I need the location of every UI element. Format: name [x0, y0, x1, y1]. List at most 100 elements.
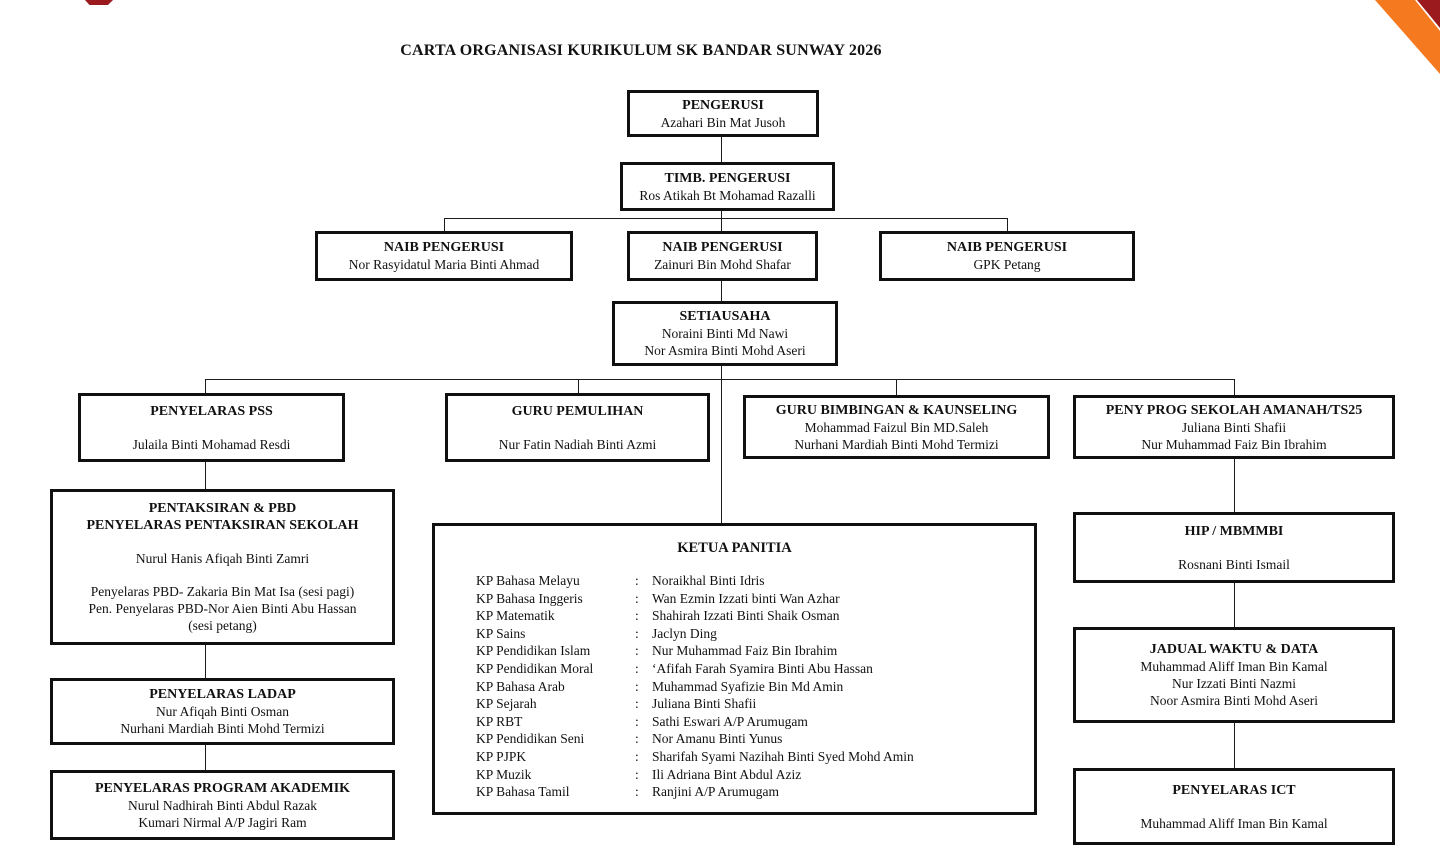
connector [1234, 459, 1235, 512]
box-title: NAIB PENGERUSI [383, 240, 505, 255]
connector [1234, 583, 1235, 627]
panitia-role: KP Pendidikan Moral [476, 660, 594, 676]
panitia-role: KP Bahasa Melayu [476, 573, 580, 588]
page-title: CARTA ORGANISASI KURIKULUM SK BANDAR SUN… [400, 42, 882, 59]
panitia-colon: : [635, 678, 639, 694]
box-title: GURU BIMBINGAN & KAUNSELING [775, 402, 1018, 418]
person-name: Pen. Penyelaras PBD-Nor Aien Binti Abu H… [88, 601, 357, 616]
connector [721, 281, 722, 301]
person-name: Nur Izzati Binti Nazmi [1171, 676, 1297, 691]
box-timb-pengerusi: TIMB. PENGERUSI Ros Atikah Bt Mohamad Ra… [620, 162, 835, 211]
box-naib-pengerusi-3: NAIB PENGERUSI GPK Petang [879, 231, 1135, 281]
box-setiausaha: SETIAUSAHA Noraini Binti Md Nawi Nor Asm… [612, 301, 838, 366]
person-name: Ros Atikah Bt Mohamad Razalli [639, 187, 816, 203]
panitia-name: Sharifah Syami Nazihah Binti Syed Mohd A… [652, 748, 914, 764]
connector [205, 745, 206, 770]
panitia-name: Wan Ezmin Izzati binti Wan Azhar [652, 590, 840, 606]
box-pentaksiran-pbd: PENTAKSIRAN & PBD PENYELARAS PENTAKSIRAN… [50, 489, 395, 645]
panitia-name: Ranjini A/P Arumugam [652, 784, 780, 800]
panitia-name: Nur Muhammad Faiz Bin Ibrahim [652, 643, 838, 659]
panitia-colon: : [635, 625, 639, 641]
box-title: GURU PEMULIHAN [511, 403, 644, 419]
panitia-role: KP RBT [476, 713, 523, 729]
box-naib-pengerusi-1: NAIB PENGERUSI Nor Rasyidatul Maria Bint… [315, 231, 573, 281]
person-name: (sesi petang) [188, 618, 257, 633]
panitia-row: KP Sains:Jaclyn Ding [476, 625, 1034, 643]
person-name: Julaila Binti Mohamad Resdi [132, 436, 291, 452]
box-guru-pemulihan: GURU PEMULIHAN Nur Fatin Nadiah Binti Az… [445, 393, 710, 462]
box-title: PENTAKSIRAN & PBD [148, 501, 297, 516]
person-name: Rosnani Binti Ismail [1178, 556, 1290, 572]
connector [205, 380, 206, 393]
panitia-row: KP Bahasa Inggeris:Wan Ezmin Izzati bint… [476, 590, 1034, 608]
panitia-colon: : [635, 643, 639, 659]
box-title: NAIB PENGERUSI [946, 240, 1068, 255]
panitia-row: KP Sejarah: Juliana Binti Shafii [476, 695, 1034, 713]
panitia-colon: : [635, 696, 639, 712]
box-peny-prog-sekolah-amanah: PENY PROG SEKOLAH AMANAH/TS25 Juliana Bi… [1073, 395, 1395, 459]
panitia-colon: : [635, 766, 639, 782]
panitia-role: KP Bahasa Tamil [476, 784, 570, 800]
panitia-role: KP Muzik [476, 766, 532, 782]
panitia-role: KP PJPK [476, 748, 527, 764]
box-title: PENYELARAS PENTAKSIRAN SEKOLAH [86, 518, 359, 533]
panitia-colon: : [635, 748, 639, 764]
panitia-name: Juliana Binti Shafii [652, 696, 757, 712]
person-name: Azahari Bin Mat Jusoh [660, 114, 786, 130]
person-name: Nurul Nadhirah Binti Abdul Razak [128, 797, 317, 813]
panitia-row: KP Bahasa Arab:Muhammad Syafizie Bin Md … [476, 678, 1034, 696]
panitia-name: Noraikhal Binti Idris [652, 573, 765, 588]
panitia-role: KP Sejarah [476, 696, 537, 712]
box-guru-bimbingan-kaunseling: GURU BIMBINGAN & KAUNSELING Mohammad Fai… [743, 395, 1050, 459]
panitia-row: KP Pendidikan Moral:‘Afifah Farah Syamir… [476, 660, 1034, 678]
person-name: Nur Afiqah Binti Osman [155, 704, 290, 719]
panitia-colon: : [635, 660, 639, 676]
box-penyelaras-pss: PENYELARAS PSS Julaila Binti Mohamad Res… [78, 393, 345, 462]
connector [721, 219, 722, 231]
person-name: Muhammad Aliff Iman Bin Kamal [1140, 815, 1328, 831]
panitia-name: Sathi Eswari A/P Arumugam [652, 713, 808, 729]
connector [721, 211, 722, 219]
panitia-colon: : [635, 608, 639, 624]
connector [721, 137, 722, 163]
box-penyelaras-ladap: PENYELARAS LADAP Nur Afiqah Binti Osman … [50, 678, 395, 745]
panitia-row: KP Pendidikan Seni:Nor Amanu Binti Yunus [476, 730, 1034, 748]
panitia-role: KP Pendidikan Islam [476, 643, 591, 659]
connector [896, 380, 897, 395]
connector [205, 645, 206, 678]
panitia-role: KP Pendidikan Seni [476, 731, 585, 747]
box-ketua-panitia: KETUA PANITIA KP Bahasa Melayu:Noraikhal… [432, 523, 1037, 815]
person-name: Nurul Hanis Afiqah Binti Zamri [135, 551, 310, 566]
person-name: Nur Muhammad Faiz Bin Ibrahim [1141, 436, 1327, 452]
box-title: PENYELARAS ICT [1172, 782, 1296, 798]
person-name: GPK Petang [973, 257, 1041, 272]
person-name: Juliana Binti Shafii [1181, 419, 1287, 435]
box-title: PENYELARAS PROGRAM AKADEMIK [94, 780, 351, 796]
person-name: Nurhani Mardiah Binti Mohd Termizi [794, 436, 999, 452]
connector [205, 379, 1235, 380]
person-name: Zainuri Bin Mohd Shafar [654, 257, 791, 272]
panitia-row: KP Pendidikan Islam: Nur Muhammad Faiz Bi… [476, 642, 1034, 660]
person-name: Penyelaras PBD- Zakaria Bin Mat Isa (ses… [90, 584, 355, 599]
box-pengerusi: PENGERUSI Azahari Bin Mat Jusoh [627, 90, 819, 137]
person-name: Nor Asmira Binti Mohd Aseri [644, 343, 806, 358]
connector [721, 366, 722, 379]
box-title: PENYELARAS PSS [150, 403, 273, 419]
panitia-name: Muhammad Syafizie Bin Md Amin [652, 678, 844, 694]
box-title: PENY PROG SEKOLAH AMANAH/TS25 [1105, 402, 1363, 418]
box-title: TIMB. PENGERUSI [664, 170, 791, 186]
panitia-name: Nor Amanu Binti Yunus [652, 731, 783, 747]
panitia-row: KP Matematik:Shahirah Izzati Binti Shaik… [476, 607, 1034, 625]
box-jadual-waktu-data: JADUAL WAKTU & DATA Muhammad Aliff Iman … [1073, 627, 1395, 723]
person-name: Noraini Binti Md Nawi [661, 326, 789, 341]
person-name: Mohammad Faizul Bin MD.Saleh [804, 419, 989, 435]
panitia-role: KP Matematik [476, 608, 555, 624]
panitia-row: KP Bahasa Melayu:Noraikhal Binti Idris [476, 572, 1034, 590]
box-title: PENGERUSI [682, 97, 764, 113]
box-title: KETUA PANITIA [677, 540, 792, 556]
logo-sliver [85, 0, 113, 5]
box-penyelaras-program-akademik: PENYELARAS PROGRAM AKADEMIK Nurul Nadhir… [50, 770, 395, 840]
connector [1234, 723, 1235, 768]
box-naib-pengerusi-2: NAIB PENGERUSI Zainuri Bin Mohd Shafar [627, 231, 818, 281]
